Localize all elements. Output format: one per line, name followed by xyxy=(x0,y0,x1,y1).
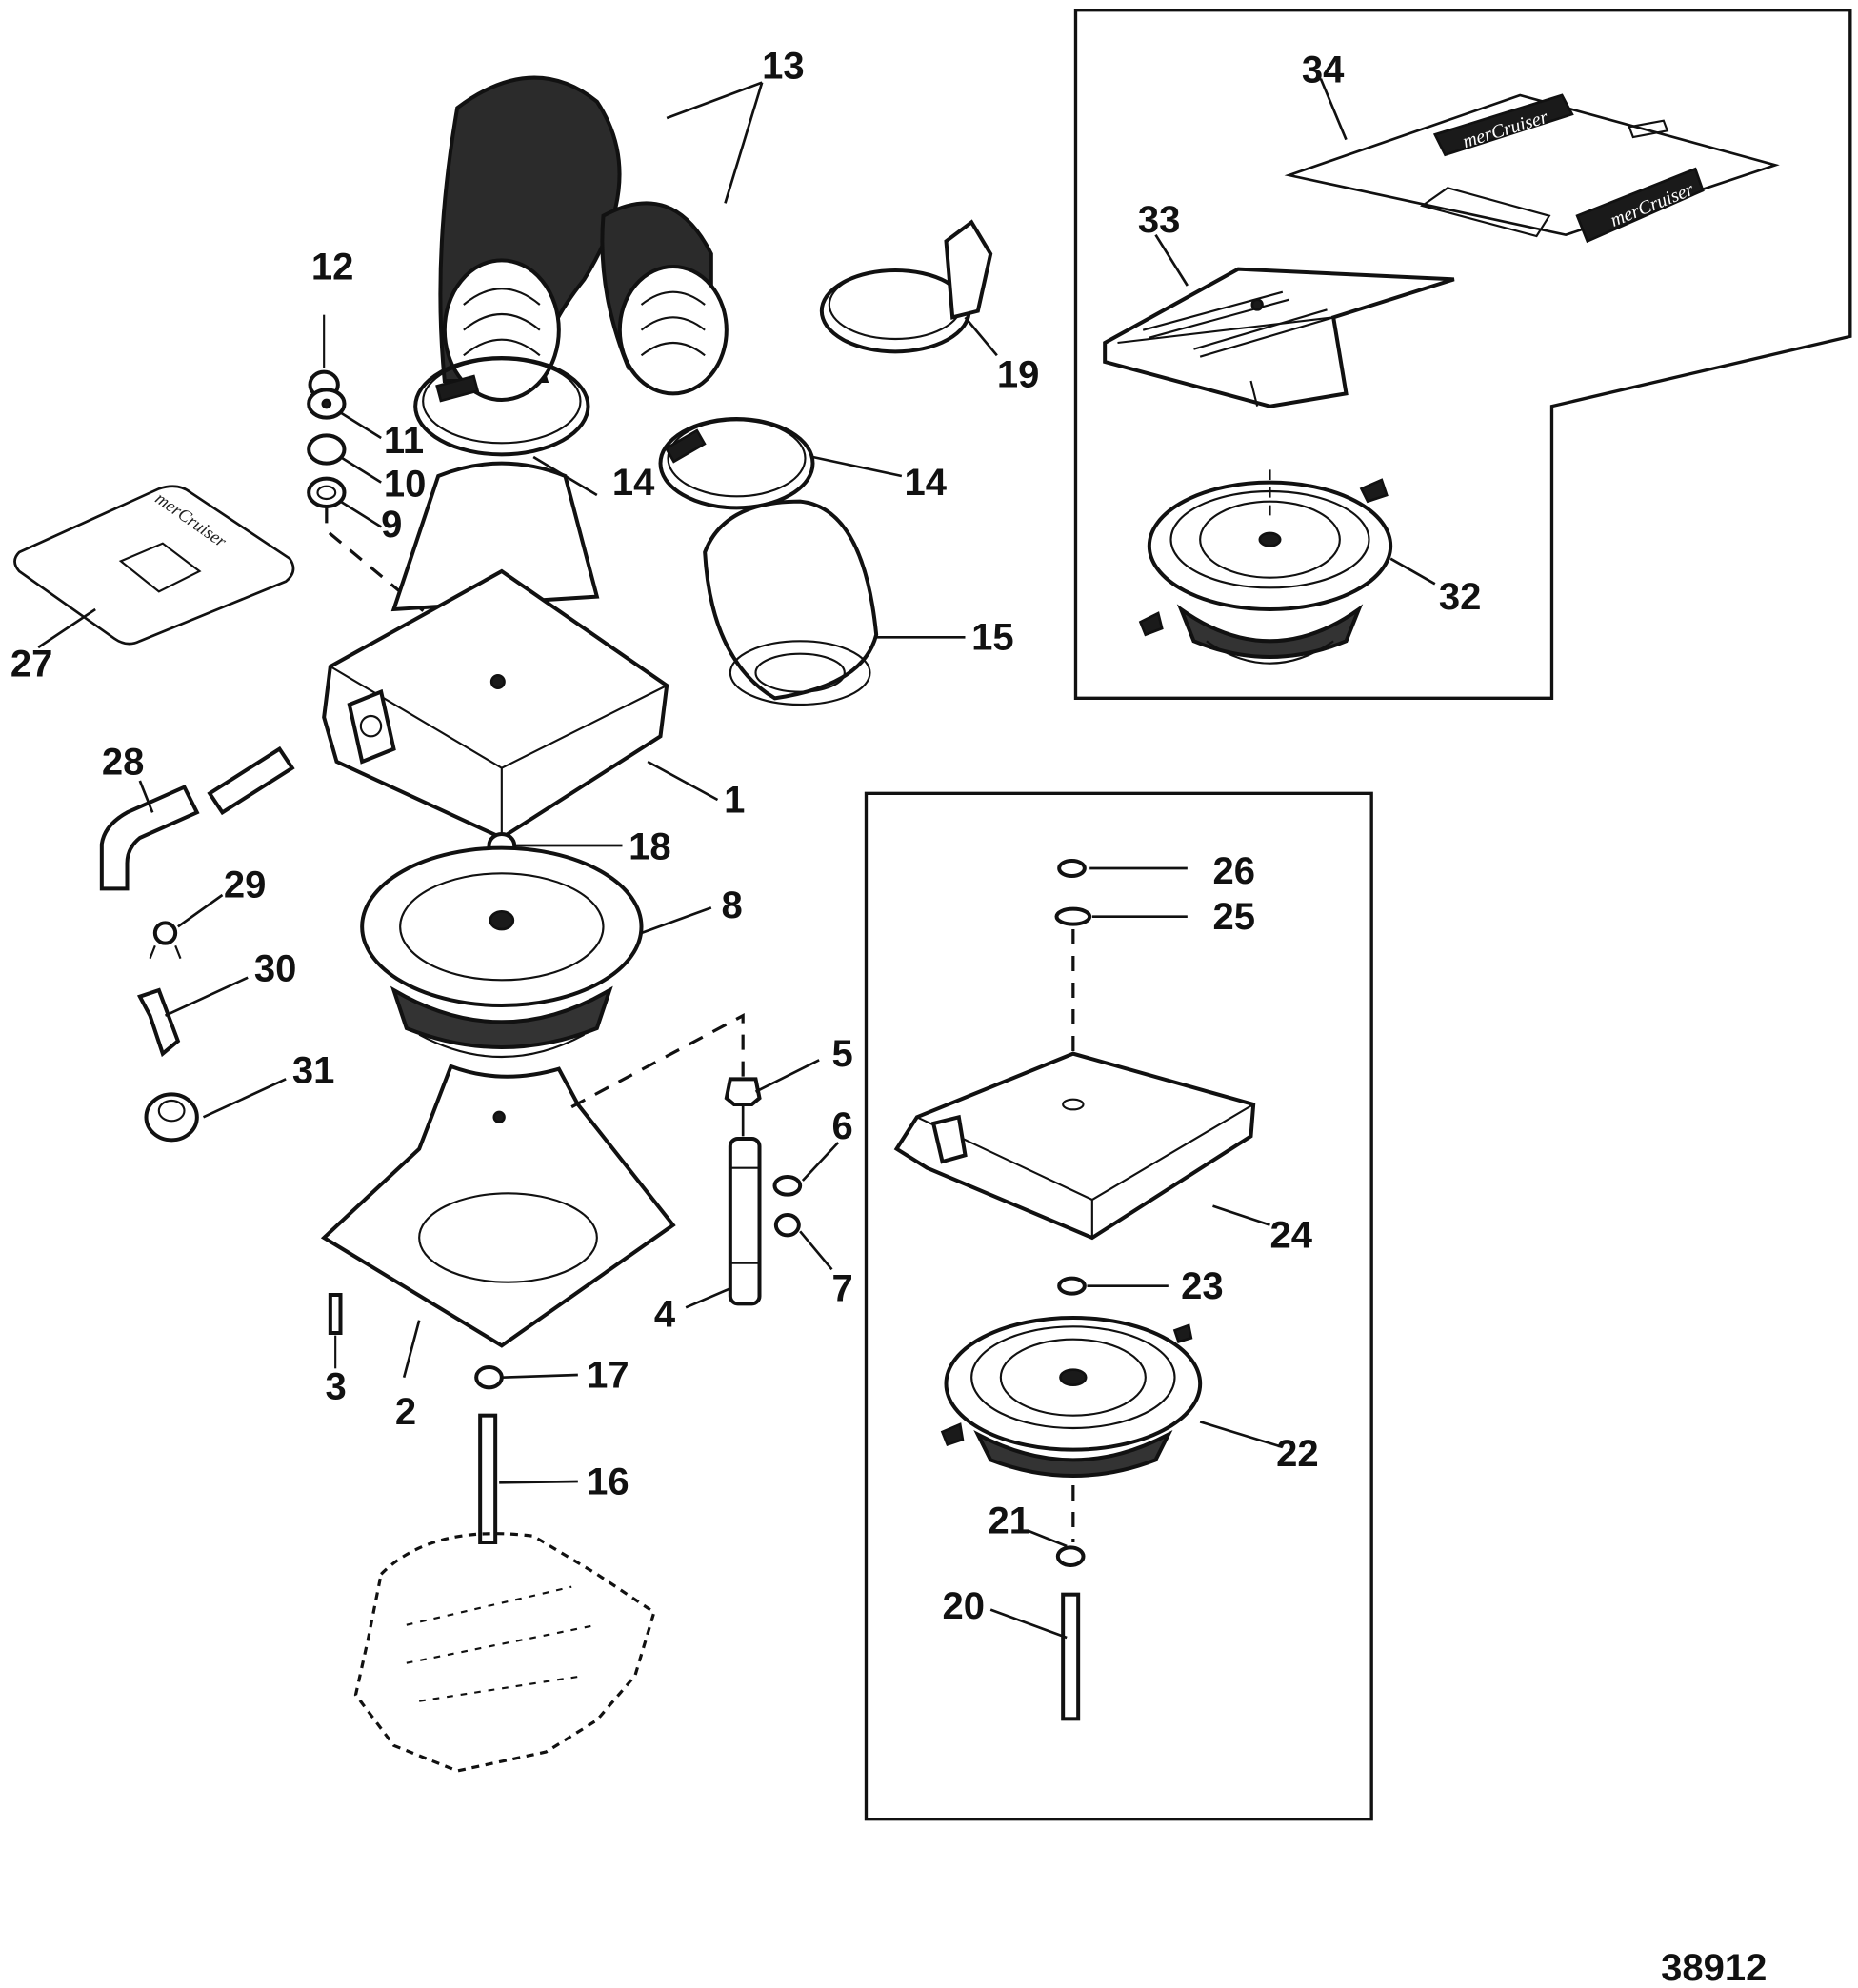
callout-3: 3 xyxy=(326,1365,347,1407)
callout-9: 9 xyxy=(381,504,402,546)
leader-lines xyxy=(37,78,1436,1640)
screw-3 xyxy=(328,1293,343,1369)
callout-14a: 14 xyxy=(612,462,655,504)
callout-8: 8 xyxy=(722,885,743,926)
adapter-2 xyxy=(320,1064,676,1348)
callout-6: 6 xyxy=(832,1105,853,1147)
stud-20 xyxy=(1061,1592,1081,1721)
callout-33: 33 xyxy=(1138,199,1181,241)
callout-13: 13 xyxy=(762,46,805,88)
callout-21: 21 xyxy=(989,1501,1031,1542)
nut-21 xyxy=(1055,1545,1086,1567)
callout-11: 11 xyxy=(384,420,424,462)
callout-labels: 1 2 3 4 5 6 7 8 9 10 11 12 13 14 14 15 1… xyxy=(10,46,1482,1627)
figure-number: 38912 xyxy=(1661,1947,1767,1988)
callout-32: 32 xyxy=(1439,576,1482,618)
callout-17: 17 xyxy=(587,1354,629,1396)
callout-15: 15 xyxy=(971,617,1013,659)
grommet-31 xyxy=(144,1092,199,1143)
callout-23: 23 xyxy=(1181,1265,1224,1307)
clamp-14a xyxy=(413,355,590,457)
clip-29 xyxy=(149,921,182,960)
nut-26 xyxy=(1057,859,1087,878)
callout-22: 22 xyxy=(1276,1433,1319,1475)
callout-34: 34 xyxy=(1302,50,1345,91)
callout-29: 29 xyxy=(224,865,267,906)
washer-9 xyxy=(307,476,347,508)
clamp-14b xyxy=(658,416,815,510)
inset-box-lower xyxy=(864,791,1373,1821)
callout-10: 10 xyxy=(384,463,427,505)
washer-11 xyxy=(307,388,347,420)
flame-arrestor-22 xyxy=(940,1316,1203,1478)
callout-19: 19 xyxy=(997,354,1040,396)
callout-14b: 14 xyxy=(905,462,948,504)
callout-16: 16 xyxy=(587,1461,629,1502)
bracket-4 xyxy=(728,1136,762,1306)
callout-26: 26 xyxy=(1213,850,1256,892)
callout-7: 7 xyxy=(832,1268,853,1310)
nut-7 xyxy=(773,1212,801,1238)
washer-25 xyxy=(1054,906,1092,926)
cover-33 xyxy=(1103,267,1455,408)
callout-27: 27 xyxy=(10,644,53,686)
flame-arrestor-8 xyxy=(360,845,644,1059)
callout-2: 2 xyxy=(395,1391,416,1433)
decal-27: merCruiser xyxy=(13,485,295,646)
callout-24: 24 xyxy=(1270,1215,1313,1257)
callout-30: 30 xyxy=(254,948,297,990)
fitting-30 xyxy=(136,987,181,1058)
element-15 xyxy=(703,499,879,706)
stud-5 xyxy=(724,1077,762,1137)
callout-28: 28 xyxy=(102,741,144,783)
carburetor-reference xyxy=(353,1532,656,1773)
stud-16 xyxy=(478,1413,498,1544)
cover-24 xyxy=(893,1051,1256,1241)
decal-sheet-34: merCruiser merCruiser xyxy=(1284,93,1780,244)
nut-23 xyxy=(1057,1276,1087,1296)
callout-5: 5 xyxy=(832,1033,853,1075)
nut-17 xyxy=(474,1364,504,1390)
callout-12: 12 xyxy=(311,246,354,288)
hose-28 xyxy=(99,746,295,891)
callout-25: 25 xyxy=(1213,896,1256,938)
washer-10 xyxy=(307,433,347,466)
washer-6 xyxy=(772,1175,803,1197)
callout-18: 18 xyxy=(629,826,671,868)
callout-31: 31 xyxy=(292,1049,335,1091)
hose-13 xyxy=(438,75,729,402)
callout-20: 20 xyxy=(943,1585,986,1627)
air-cover-1 xyxy=(322,461,669,841)
callout-1: 1 xyxy=(724,779,745,821)
flame-arrestor-32 xyxy=(1138,469,1393,665)
clamp-19 xyxy=(819,219,993,354)
callout-4: 4 xyxy=(654,1293,676,1335)
